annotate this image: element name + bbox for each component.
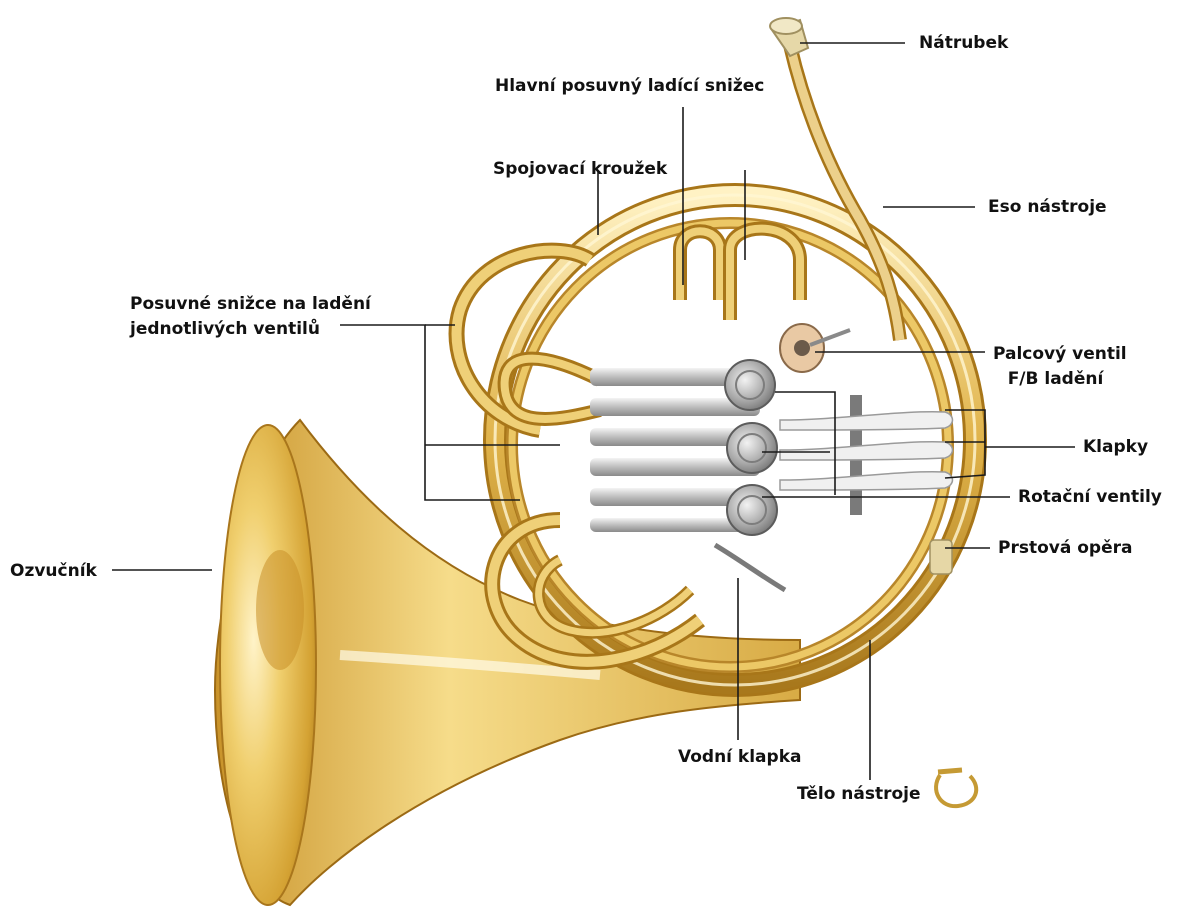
- label-posuvne-snizce-line1: Posuvné snižce na ladění: [130, 293, 371, 315]
- label-prstova: Prstová opěra: [998, 537, 1132, 559]
- label-vodni: Vodní klapka: [678, 746, 801, 768]
- label-spojovaci-krouzek: Spojovací kroužek: [493, 158, 667, 180]
- label-ozvucnik: Ozvučník: [10, 560, 97, 582]
- label-klapky: Klapky: [1083, 436, 1148, 458]
- label-telo: Tělo nástroje: [797, 783, 921, 805]
- label-eso: Eso nástroje: [988, 196, 1107, 218]
- label-natrubek: Nátrubek: [919, 32, 1008, 54]
- label-posuvne-snizce-line2: jednotlivých ventilů: [130, 318, 320, 340]
- label-palcovy-line2: F/B ladění: [993, 368, 1118, 390]
- label-palcovy-line1: Palcový ventil: [993, 343, 1118, 365]
- label-hlavni-snizec: Hlavní posuvný ladící snižec: [495, 75, 764, 97]
- label-rotacni: Rotační ventily: [1018, 486, 1162, 508]
